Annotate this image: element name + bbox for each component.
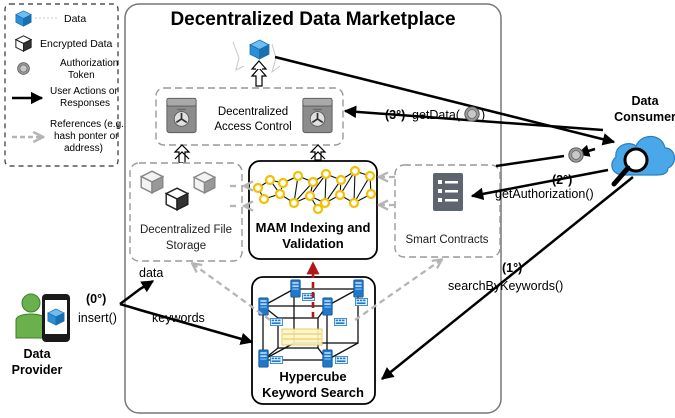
arrow-search-request bbox=[381, 176, 634, 380]
ref-arrow-hypercube-to-storage bbox=[193, 264, 271, 321]
token-icon bbox=[17, 62, 30, 75]
legend-refs-line1: References (e.g. bbox=[50, 119, 124, 130]
server-icon bbox=[290, 279, 301, 298]
token-icon bbox=[568, 147, 584, 163]
arrow-insert-keywords bbox=[119, 302, 254, 345]
hollow-arrow-up bbox=[250, 67, 268, 87]
cloud-search-icon bbox=[611, 135, 675, 187]
hollow-arrow-up-head bbox=[310, 151, 326, 160]
encrypted-cube-icon bbox=[165, 187, 189, 211]
stored-cube-icon bbox=[140, 170, 164, 194]
consumer-label-line1: Data bbox=[631, 94, 659, 108]
search-step-label: (1°) bbox=[502, 261, 522, 275]
file-storage-label-line2: Storage bbox=[166, 240, 206, 252]
getauth-step-label: (2°) bbox=[552, 173, 572, 187]
getdata-close-paren: ) bbox=[481, 108, 485, 122]
hollow-arrow-up bbox=[173, 144, 191, 164]
encrypted-cube-icon bbox=[15, 35, 32, 52]
legend-box bbox=[4, 3, 119, 167]
getauth-label: getAuthorization() bbox=[495, 187, 594, 201]
arrow-getauthorization-request bbox=[470, 168, 609, 201]
getdata-label: getData( bbox=[412, 108, 461, 122]
data-flow-label: data bbox=[139, 266, 163, 280]
provider-icon bbox=[15, 293, 70, 342]
server-icon bbox=[258, 349, 269, 368]
access-control-label-line2: Access Control bbox=[214, 121, 291, 133]
mam-label-line2: Validation bbox=[282, 236, 343, 251]
server-rack-icon bbox=[355, 298, 368, 306]
hypercube-label-line1: Hypercube bbox=[279, 369, 346, 384]
search-label: searchByKeywords() bbox=[448, 279, 563, 293]
reference-arrows bbox=[193, 177, 441, 321]
token-icon bbox=[464, 106, 480, 122]
legend-actions-line1: User Actions or bbox=[50, 86, 118, 97]
provider-label-line1: Data bbox=[23, 347, 51, 361]
insert-label: insert() bbox=[78, 311, 117, 325]
hollow-arrow-up-head bbox=[250, 60, 268, 70]
marketplace-title: Decentralized Data Marketplace bbox=[170, 9, 455, 30]
file-storage-label-line1: Decentralized File bbox=[140, 224, 232, 236]
hypercube-graphic bbox=[258, 279, 368, 368]
contract-list-icon bbox=[433, 173, 463, 211]
arrow-insert-data bbox=[119, 279, 155, 305]
hypercube-label-line2: Keyword Search bbox=[262, 385, 364, 400]
access-control-box bbox=[155, 87, 344, 146]
getdata-step-label: (3°) bbox=[385, 108, 405, 122]
stored-cube-icon bbox=[193, 171, 216, 194]
arrow-contracts-to-token bbox=[495, 154, 565, 168]
insert-step-label: (0°) bbox=[86, 292, 106, 306]
consumer-label-line2: Consumer bbox=[614, 110, 675, 124]
legend-actions-line2: Responses bbox=[60, 98, 110, 109]
server-icon bbox=[322, 349, 333, 368]
hollow-arrow-up-head bbox=[174, 151, 190, 160]
server-rack-icon bbox=[334, 318, 347, 326]
server-icon bbox=[322, 297, 333, 316]
smart-contracts-label: Smart Contracts bbox=[405, 234, 488, 246]
legend-token-line2: Token bbox=[68, 70, 95, 81]
legend-token-line1: Authorization bbox=[60, 58, 118, 69]
mam-label-line1: MAM Indexing and bbox=[256, 220, 371, 235]
data-leader-left bbox=[232, 41, 245, 71]
server-icon bbox=[353, 279, 364, 298]
lock-icon bbox=[302, 97, 333, 134]
server-rack-icon bbox=[270, 356, 283, 364]
action-arrows bbox=[119, 55, 634, 380]
data-leader-right bbox=[271, 43, 281, 74]
legend-refs-line3: address) bbox=[64, 143, 103, 154]
server-rack-icon bbox=[270, 318, 283, 326]
server-rack-icon bbox=[335, 356, 348, 364]
legend-data-label: Data bbox=[64, 13, 86, 25]
ref-arrow-hypercube-to-contracts bbox=[354, 260, 441, 321]
keywords-flow-label: keywords bbox=[152, 311, 205, 325]
legend-encrypted-label: Encrypted Data bbox=[40, 38, 113, 50]
legend-refs-line2: hash ponter or bbox=[54, 131, 119, 142]
lock-icon bbox=[166, 97, 197, 134]
mam-nodes bbox=[252, 165, 377, 215]
access-control-label-line1: Decentralized bbox=[218, 106, 288, 118]
provider-label-line2: Provider bbox=[12, 363, 63, 377]
